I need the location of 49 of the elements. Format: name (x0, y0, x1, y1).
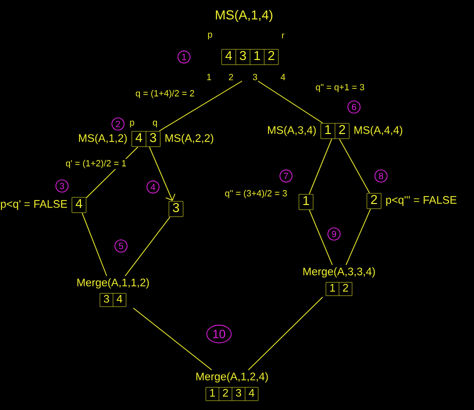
connector-line (248, 296, 324, 370)
callout-number: 6 (347, 100, 361, 114)
array: 4 (72, 197, 86, 213)
call-label: p<q' = FALSE (0, 200, 68, 210)
callout-number: 10 (206, 324, 232, 344)
call-label: MS(A,3,4) (268, 126, 316, 136)
callout-number: 1 (178, 50, 190, 64)
connector-line (82, 212, 108, 276)
connector-line (158, 80, 242, 132)
call-label: MS(A,1,2) (79, 134, 127, 144)
node-label: 1 (254, 51, 260, 60)
index-label: 1 (207, 74, 212, 80)
node-label: 3 (240, 50, 246, 60)
callout-number: 3 (55, 179, 69, 193)
array: 4 3 (132, 131, 160, 147)
call-label: MS(A,1,4) (216, 10, 272, 22)
connector-line (149, 146, 176, 201)
node-label: 2 (268, 50, 274, 60)
callout-number: 4 (146, 180, 160, 194)
callout-number: 7 (280, 170, 292, 182)
connector-line (258, 80, 323, 124)
array: 3 (168, 201, 184, 217)
call-label: MS(A,2,2) (165, 134, 214, 144)
merge-array: Merge(A,1,2,4) 1 2 3 4 (196, 372, 268, 401)
call-label: p<q''' = FALSE (386, 196, 456, 206)
connector-line (346, 208, 371, 266)
callout-number: 8 (374, 169, 388, 183)
connector-line (308, 210, 333, 266)
connector-line (124, 216, 170, 276)
callout-number: 2 (112, 118, 124, 131)
index-label: 3 (252, 74, 258, 80)
merge-array: Merge(A,1,1,2) 3 4 (77, 278, 149, 307)
edge-label: q' = (1+2)/2 = 1 (64, 158, 128, 170)
connector-line (308, 138, 332, 194)
callout-number: 5 (114, 240, 128, 252)
call-label: MS(A,4,4) (354, 126, 402, 136)
array: 1 (298, 194, 314, 210)
index-label: 4 (280, 74, 286, 80)
callout-number: 9 (327, 227, 341, 241)
merge-array: Merge(A,3,3,4) 1 2 (303, 267, 375, 296)
index-label: 2 (228, 74, 234, 80)
index-label: p (130, 120, 134, 128)
connector-line (339, 138, 370, 194)
node-label: 4 (225, 51, 232, 60)
array: 1 2 (320, 123, 350, 139)
array: 4 3 1 2 (221, 49, 279, 65)
array: 2 (366, 193, 382, 209)
connector-line (132, 308, 212, 370)
index-label: q (152, 120, 157, 128)
